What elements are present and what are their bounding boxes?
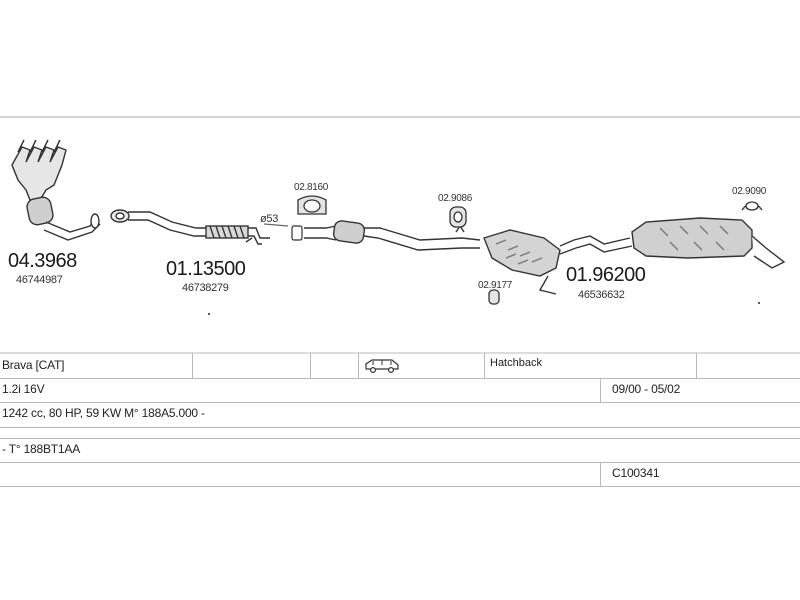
vehicle-model: Brava [CAT] bbox=[2, 358, 65, 372]
clamp-diameter-label: ø53 bbox=[260, 213, 279, 225]
part-number-front-pipe: 01.13500 bbox=[166, 258, 246, 280]
body-type: Hatchback bbox=[490, 357, 542, 369]
part-number-rubber-mount-2: 02.9086 bbox=[438, 193, 473, 204]
part-number-rubber-mount-3: 02.9177 bbox=[478, 280, 513, 291]
car-body-icon bbox=[365, 359, 399, 374]
middle-muffler-part bbox=[483, 229, 633, 295]
part-number-rubber-mount-1: 02.8160 bbox=[294, 182, 329, 193]
part-number-rubber-mount-4: 02.9090 bbox=[732, 186, 767, 197]
part-number-manifold: 04.3968 bbox=[8, 250, 77, 272]
rubber-mount-part bbox=[741, 201, 763, 211]
type-code: - T° 188BT1AA bbox=[2, 442, 81, 456]
marker-dot bbox=[758, 302, 760, 304]
front-pipe-part bbox=[110, 209, 270, 245]
rubber-mount-part bbox=[449, 206, 467, 228]
catalog-code: C100341 bbox=[612, 466, 660, 480]
rear-muffler-part bbox=[631, 217, 786, 269]
rubber-mount-part bbox=[297, 195, 327, 215]
rubber-mount-part bbox=[488, 289, 500, 305]
production-years: 09/00 - 05/02 bbox=[612, 382, 681, 396]
oem-number-front-pipe: 46738279 bbox=[182, 282, 229, 294]
pipe-clamp-part bbox=[263, 223, 303, 241]
manifold-catalyst-part bbox=[11, 139, 101, 241]
intermediate-pipe-part bbox=[304, 220, 481, 251]
marker-dot bbox=[208, 313, 210, 315]
oem-number-manifold: 46744987 bbox=[16, 274, 63, 286]
part-number-middle-muffler: 01.96200 bbox=[566, 264, 646, 286]
engine-spec: 1242 cc, 80 HP, 59 KW M° 188A5.000 - bbox=[2, 406, 205, 420]
exhaust-system-diagram bbox=[0, 116, 800, 354]
oem-number-middle-muffler: 46536632 bbox=[578, 289, 625, 301]
engine-designation: 1.2i 16V bbox=[2, 382, 45, 396]
